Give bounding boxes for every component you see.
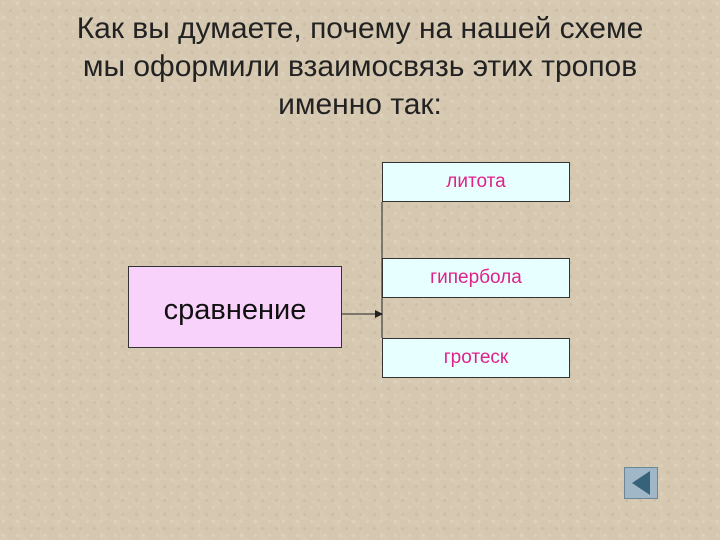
- target-label: гротеск: [443, 347, 509, 368]
- title-line-2: мы оформили взаимосвязь этих тропов: [82, 50, 638, 83]
- target-label: литота: [446, 171, 506, 192]
- source-label: сравнение: [163, 294, 307, 326]
- triangle-left-icon: [632, 471, 650, 495]
- source-box-comparison: сравнение: [128, 266, 342, 348]
- target-label: гипербола: [430, 267, 522, 288]
- title-line-3: именно так:: [278, 88, 442, 121]
- slide-title: Как вы думаете, почему на нашей схеме мы…: [20, 10, 700, 124]
- target-box-grotesque: гротеск: [382, 338, 570, 378]
- target-box-litotes: литота: [382, 162, 570, 202]
- back-button[interactable]: [624, 467, 658, 499]
- target-box-hyperbole: гипербола: [382, 258, 570, 298]
- title-line-1: Как вы думаете, почему на нашей схеме: [76, 12, 644, 45]
